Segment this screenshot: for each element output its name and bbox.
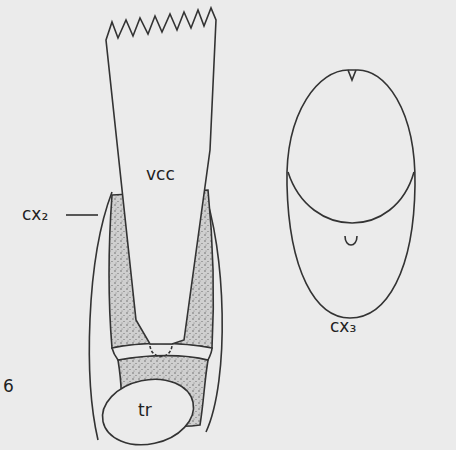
articulation-band [112, 344, 212, 361]
part-label: vcc [144, 166, 177, 183]
femoral-piece [106, 8, 216, 344]
coxal-suture [288, 172, 414, 223]
part-label: cx₂ [22, 206, 48, 223]
part-label: tr [138, 402, 152, 419]
coxa-outline [287, 70, 415, 318]
leader-line [66, 214, 98, 216]
notch [348, 70, 356, 80]
part-label: cx₃ [330, 318, 356, 335]
condyle [150, 346, 172, 357]
trochanter [96, 371, 199, 450]
part-label: 6 [3, 378, 14, 395]
coxal-process [345, 236, 357, 245]
